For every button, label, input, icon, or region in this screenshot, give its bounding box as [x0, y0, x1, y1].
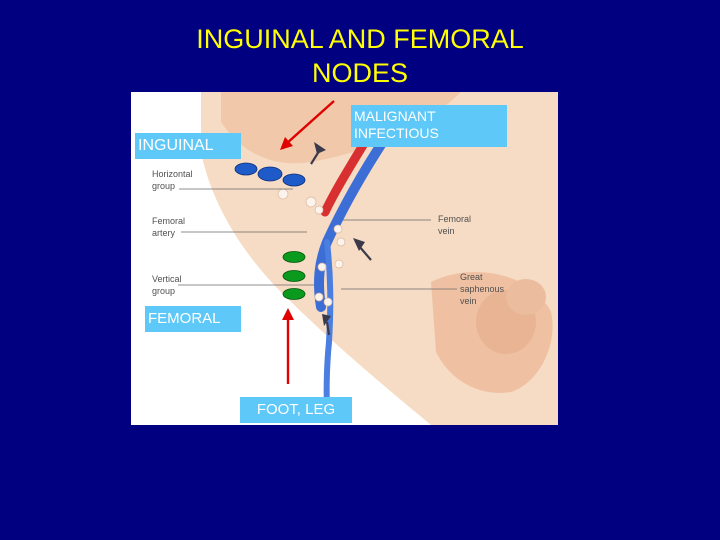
- penis-shape: [506, 279, 546, 315]
- femoral-node-3: [282, 288, 306, 300]
- slide-title: INGUINAL AND FEMORAL NODES: [0, 22, 720, 90]
- label-vertical-group: Vertical group: [152, 274, 184, 296]
- red-arrows: [280, 100, 335, 384]
- cause-callout: MALIGNANT INFECTIOUS: [351, 105, 507, 147]
- drainage-arrows: [310, 142, 372, 336]
- malignant-arrow-head: [280, 137, 293, 150]
- great-saphenous-vessel: [323, 239, 334, 415]
- leader-lines: [178, 188, 457, 290]
- femoral-node-2: [282, 270, 306, 282]
- femoral-node-1: [282, 251, 306, 263]
- label-femoral-vein: Femoral vein: [438, 214, 474, 236]
- femoral-callout: FEMORAL: [145, 306, 241, 332]
- inguinal-nodes: [234, 162, 306, 187]
- malignant-arrow-line: [285, 100, 335, 145]
- femoral-nodes: [282, 251, 306, 300]
- label-horizontal-group: Horizontal group: [152, 169, 195, 191]
- foot-leg-callout: FOOT, LEG: [240, 397, 352, 423]
- title-line-1: INGUINAL AND FEMORAL: [196, 24, 524, 54]
- label-femoral-artery: Femoral artery: [152, 216, 188, 238]
- title-line-2: NODES: [311, 58, 409, 88]
- inguinal-callout-text: INGUINAL: [138, 137, 214, 154]
- lymph-nodes-small: [277, 188, 346, 307]
- femoral-callout-text: FEMORAL: [148, 310, 221, 327]
- inguinal-callout: INGUINAL: [135, 133, 241, 159]
- foot-leg-arrow-head: [282, 308, 294, 320]
- foot-leg-callout-text: FOOT, LEG: [256, 401, 336, 418]
- infectious-text: INFECTIOUS: [354, 125, 439, 141]
- inguinal-node-3: [282, 173, 306, 187]
- inguinal-node-2: [257, 166, 283, 182]
- malignant-text: MALIGNANT: [354, 108, 436, 124]
- label-great-saphenous-vein: Great saphenous vein: [460, 272, 507, 306]
- inguinal-node-1: [234, 162, 258, 176]
